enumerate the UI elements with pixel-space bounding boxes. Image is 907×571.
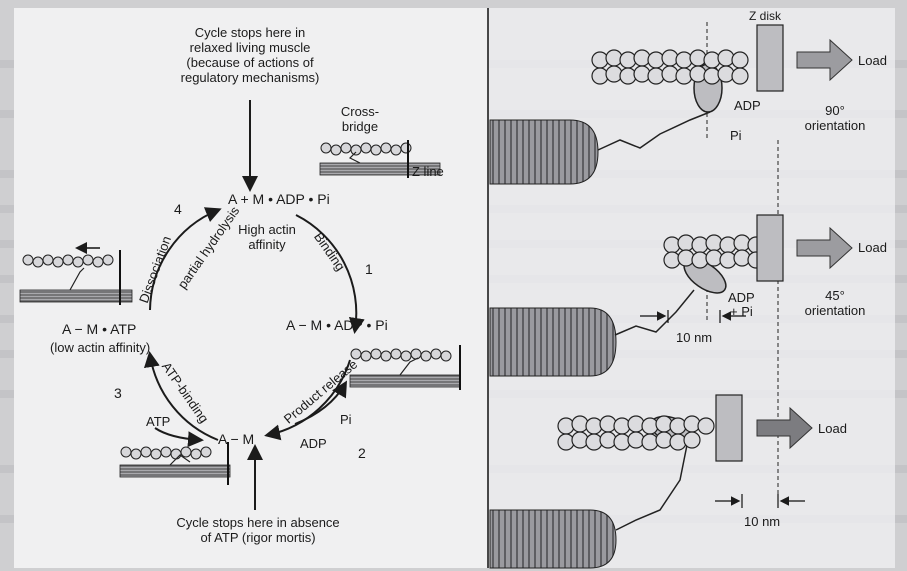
- ten-nm-label-middle: 10 nm: [676, 330, 712, 345]
- relaxed-note-line-1: Cycle stops here in: [150, 25, 350, 40]
- state-1-complex: A + M • ADP • Pi: [228, 192, 330, 207]
- ten-nm-label-bottom: 10 nm: [744, 514, 780, 529]
- state-3-complex: A − M: [218, 432, 254, 447]
- orientation-45-angle: 45°: [790, 288, 880, 303]
- relaxed-note-line-3: (because of actions of: [150, 55, 350, 70]
- load-label-top: Load: [858, 53, 887, 68]
- step-2-number: 2: [358, 446, 366, 461]
- pi-label-top: Pi: [730, 128, 742, 143]
- rigor-note-line-2: of ATP (rigor mortis): [148, 530, 368, 545]
- myosin-filaments: [490, 120, 616, 568]
- cross-bridge-label: Cross- bridge: [330, 104, 390, 134]
- filament-left: [20, 248, 132, 305]
- filament-middle-right: [350, 345, 460, 390]
- load-label-bottom: Load: [818, 421, 847, 436]
- cycle-arrow-binding: [296, 215, 356, 330]
- step-hydrolysis-label: partial hydrolysis: [160, 240, 257, 255]
- product-adp: ADP: [300, 436, 327, 451]
- relaxed-note-line-4: regulatory mechanisms): [150, 70, 350, 85]
- cross-bridge-line-2: bridge: [330, 119, 390, 134]
- z-line-label: Z line: [412, 164, 444, 179]
- orientation-45-label: 45° orientation: [790, 288, 880, 318]
- state-4-complex: A − M • ATP: [62, 322, 136, 337]
- z-disk-label: Z disk: [749, 9, 781, 24]
- step-binding-label: Binding: [308, 244, 351, 259]
- step-1-number: 1: [365, 262, 373, 277]
- atp-label: ATP: [146, 414, 170, 429]
- orientation-90-angle: 90°: [790, 103, 880, 118]
- step-4-number: 4: [174, 202, 182, 217]
- orientation-90-label: 90° orientation: [790, 103, 880, 133]
- rigor-note-line-1: Cycle stops here in absence: [148, 515, 368, 530]
- filament-bottom: [120, 442, 230, 485]
- relaxed-muscle-note: Cycle stops here in relaxed living muscl…: [150, 25, 350, 85]
- product-pi: Pi: [340, 412, 352, 427]
- low-affinity-label: (low actin affinity): [50, 340, 150, 355]
- step-product-release-label: Product release: [275, 384, 366, 399]
- orientation-90-text: orientation: [790, 118, 880, 133]
- plus-pi-label: + Pi: [730, 304, 753, 319]
- load-label-middle: Load: [858, 240, 887, 255]
- state-2-complex: A − M • ADP • Pi: [286, 318, 388, 333]
- step-3-number: 3: [114, 386, 122, 401]
- arrow-atp-in: [155, 428, 200, 440]
- rigor-mortis-note: Cycle stops here in absence of ATP (rigo…: [148, 515, 368, 545]
- adp-label-middle: ADP: [728, 290, 755, 305]
- crossbridges: [598, 64, 732, 530]
- step-atp-binding-label: ATP-binding: [150, 385, 221, 400]
- adp-label-top: ADP: [734, 98, 761, 113]
- relaxed-note-line-2: relaxed living muscle: [150, 40, 350, 55]
- orientation-45-text: orientation: [790, 303, 880, 318]
- cross-bridge-line-1: Cross-: [330, 104, 390, 119]
- high-affinity-line-1: High actin: [232, 222, 302, 237]
